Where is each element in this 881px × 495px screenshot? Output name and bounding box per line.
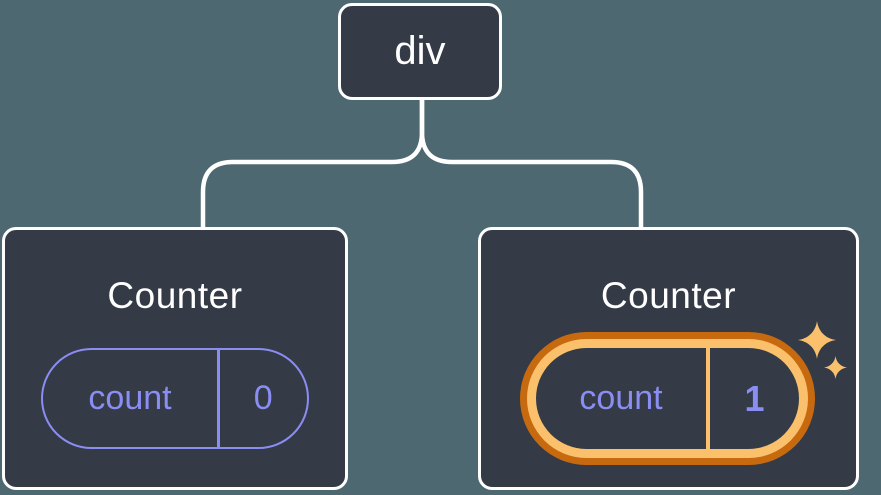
counter-card-left: Counter count 0 — [2, 227, 348, 490]
state-value-cell: 1 — [710, 348, 799, 449]
state-pill: count 1 — [536, 348, 799, 449]
state-pill-highlight-ring: count 1 — [520, 332, 815, 465]
state-key-cell: count — [536, 348, 706, 449]
connector-branch-left — [200, 100, 425, 227]
sparkle-icon — [824, 356, 847, 379]
root-node-div: div — [338, 3, 502, 100]
pill-divider — [217, 350, 220, 447]
pill-divider — [706, 348, 710, 449]
state-value-cell: 0 — [220, 350, 308, 447]
state-key-label: count — [88, 379, 172, 417]
counter-card-right: Counter count 1 — [478, 227, 859, 490]
state-value-label: 0 — [253, 379, 273, 417]
counter-title: Counter — [107, 275, 243, 316]
counter-title: Counter — [600, 275, 737, 316]
root-node-label: div — [394, 29, 446, 73]
state-pill-highlight-ring-inner: count 1 — [527, 339, 808, 458]
connector-branch-right — [419, 100, 644, 227]
state-key-cell: count — [43, 350, 217, 447]
state-key-label: count — [579, 379, 663, 417]
state-value-label: 1 — [744, 377, 765, 419]
sparkle-icon — [798, 321, 836, 359]
state-pill: count 0 — [41, 348, 309, 449]
